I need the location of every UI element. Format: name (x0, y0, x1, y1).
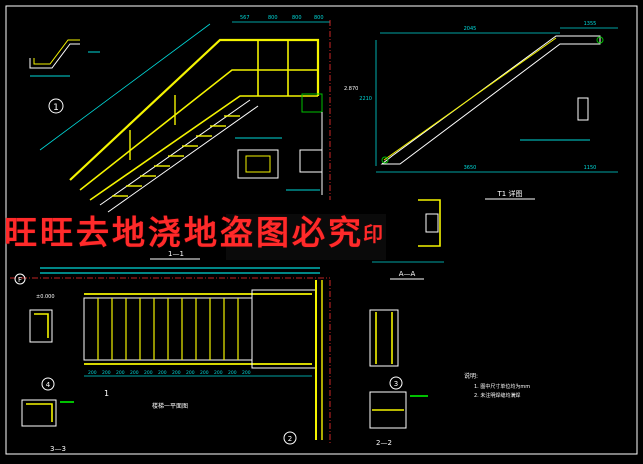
t1-label: T1 详图 (497, 189, 523, 198)
callout-circle (48, 98, 64, 114)
notes-line-1: 1. 图中尺寸单位均为mm (474, 383, 530, 390)
plan-dim-0: 200 (88, 370, 97, 376)
watermark-tail: 印 (363, 222, 383, 246)
plan-dim-11: 200 (242, 370, 251, 376)
callout-1-label: 1 (53, 103, 59, 113)
plan-dim-10: 200 (228, 370, 237, 376)
elev-2870: 2.870 (344, 86, 358, 92)
plan-dim-6: 200 (172, 370, 181, 376)
t1-dim-left: 2210 (359, 96, 372, 102)
watermark-text: 旺旺去地浇地盗图必究 (4, 213, 364, 252)
callout-2-label: 2 (288, 435, 292, 443)
a-a-label: A—A (399, 270, 416, 278)
left-details (21, 309, 74, 427)
middle-details (235, 137, 323, 191)
t1-dim-right: 1355 (584, 21, 597, 27)
notes: 说明: 1. 图中尺寸单位均为mm 2. 未注明焊缝均满焊 (464, 372, 530, 399)
view-1-1-label: 1—1 (168, 250, 184, 258)
watermark-backdrop (226, 214, 386, 260)
dim-top-1: 800 (268, 15, 278, 21)
callout-3-label: 3 (394, 380, 398, 388)
plan-dim-7: 200 (186, 370, 195, 376)
t1-dim-b1: 1150 (584, 165, 597, 171)
notes-title: 说明: (464, 372, 478, 380)
elev-0000: ±0.000 (36, 294, 55, 300)
plan-view: F 200 200 200 200 200 200 200 200 (10, 267, 331, 445)
view-t1-detail: 2045 1355 2210 3650 1150 T1 详图 (359, 21, 618, 200)
view-1-1-elevation: 567 800 800 800 2.870 1—1 (39, 15, 358, 260)
callout-2-circle (283, 431, 297, 445)
dim-top-3: 800 (314, 15, 324, 21)
dim-top-0: 567 (240, 15, 250, 21)
plan-dim-1: 200 (102, 370, 111, 376)
dim-top-2: 800 (292, 15, 302, 21)
drawing-frame (5, 5, 638, 455)
axis-f-label: F (18, 276, 22, 284)
callout-4-label: 4 (46, 381, 51, 389)
section-2-2-details (369, 309, 428, 429)
plan-dim-3: 200 (130, 370, 139, 376)
notes-line-2: 2. 未注明焊缝均满焊 (474, 392, 520, 399)
plan-dim-2: 200 (116, 370, 125, 376)
plan-dim-5: 200 (158, 370, 167, 376)
t1-dim-b0: 3650 (464, 165, 477, 171)
s22-label: 2—2 (376, 439, 392, 447)
plan-label: 楼梯一平面图 (152, 402, 188, 410)
view-a-a: A—A (372, 199, 444, 280)
plan-dim-4: 200 (144, 370, 153, 376)
top-left-detail (29, 39, 100, 77)
plan-sec-1: 1 (104, 389, 109, 398)
plan-dim-9: 200 (214, 370, 223, 376)
plan-dim-8: 200 (200, 370, 209, 376)
s33-label: 3—3 (50, 445, 66, 453)
t1-dim-top: 2045 (464, 26, 477, 32)
